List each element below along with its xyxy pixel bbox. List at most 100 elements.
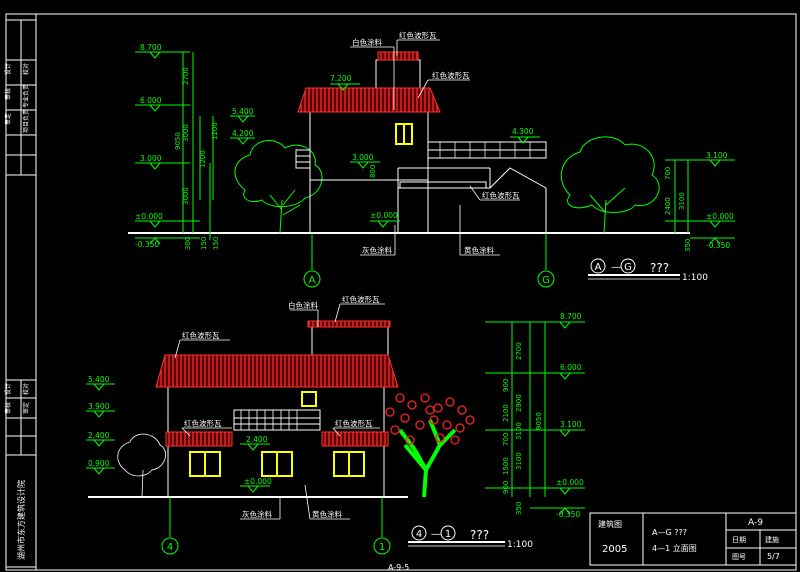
lv-b-3900: 3.900 xyxy=(88,402,110,411)
levels-mid-top-text: 7.200 5.400 4.200 3.000 ±0.000 4.300 xyxy=(232,74,534,220)
dims-mid-top-text: 1200 1200 800 xyxy=(199,122,377,178)
strip-cell-b-review: 审核 xyxy=(4,402,12,414)
title-bottom-a: 4 xyxy=(416,529,422,540)
main-roof-top xyxy=(297,87,441,113)
main-roof-bottom xyxy=(155,354,399,388)
dim-1200b: 1200 xyxy=(211,122,219,140)
lv-b-m350: -0.350 xyxy=(556,510,580,519)
dim-9050: 9050 xyxy=(174,132,182,150)
callout-red-tile-bottom-left: 红色波形瓦 xyxy=(184,418,222,428)
bottom-elevation: 4 1 5.400 3.900 2.400 0.900 2.400 ±0.000 xyxy=(86,294,585,555)
strip-cell-review: 审核 xyxy=(4,88,12,100)
levels-right-bottom xyxy=(485,321,585,515)
dim-b-2700: 2700 xyxy=(515,342,523,360)
callouts-top xyxy=(350,39,520,256)
levels-mid-bottom xyxy=(240,443,270,493)
dims-left-top-text: 2700 9050 3000 3000 300 150 150 xyxy=(174,67,220,250)
flowering-tree xyxy=(385,393,475,498)
axis-bubble-a: A xyxy=(303,270,321,288)
window-top xyxy=(395,123,413,145)
lv-3000: 3.000 xyxy=(140,154,162,163)
tree-right-top xyxy=(560,136,660,234)
lv-3100: 3.100 xyxy=(706,151,728,160)
balcony-bottom xyxy=(240,410,298,430)
title-top-elevation: A — G ??? 1:100 xyxy=(588,258,708,283)
axis-lines-bottom xyxy=(169,497,383,537)
dim-b-1500: 1500 xyxy=(502,457,510,475)
awning-left xyxy=(165,431,233,447)
lv-0000r: ±0.000 xyxy=(706,212,734,221)
axis-1-label: 1 xyxy=(379,542,385,553)
tb-row3a: 图号 xyxy=(732,553,746,561)
left-title-strip xyxy=(5,19,37,568)
top-elevation: A G 8.700 6.000 3.000 ±0.000 -0.350 2700… xyxy=(128,30,735,288)
dim-b-9050: 9050 xyxy=(535,412,543,430)
dim-b-2100: 2100 xyxy=(502,404,510,422)
levels-right-top-text: 3.100 ±0.000 -0.350 xyxy=(706,151,734,250)
lv-b-0000: ±0.000 xyxy=(556,478,584,487)
callout-white-paint-top: 白色涂料 xyxy=(352,37,382,47)
callouts-bottom xyxy=(174,303,385,520)
dim-2700: 2700 xyxy=(182,67,190,85)
callout-white-paint-bottom: 白色涂料 xyxy=(288,300,318,310)
lv-m350: -0.350 xyxy=(135,240,159,249)
dim-150a: 150 xyxy=(200,237,208,250)
dim-2400: 2400 xyxy=(664,197,672,215)
dim-b-2900: 2900 xyxy=(515,394,523,412)
dim-300: 300 xyxy=(184,237,192,250)
dim-b-3100a: 3100 xyxy=(515,452,523,470)
title-bottom-q: ??? xyxy=(470,528,489,542)
dim-800: 800 xyxy=(369,165,377,178)
strip-cell-b-approve: 审定 xyxy=(22,402,30,414)
strip-cell-approve: 审定 xyxy=(4,113,12,125)
strip-cell-design: 设计 xyxy=(4,63,12,75)
lv-4200: 4.200 xyxy=(232,129,254,138)
lv-m350r: -0.350 xyxy=(706,241,730,250)
axis-4-label: 4 xyxy=(167,542,173,553)
title-top-b: G xyxy=(624,262,632,273)
extension-top xyxy=(397,141,547,233)
title-block xyxy=(589,512,797,566)
lv-0000m: ±0.000 xyxy=(370,211,398,220)
levels-right-bottom-text: 8.700 6.000 3.100 ±0.000 -0.350 xyxy=(556,312,584,519)
lv-b-0900: 0.900 xyxy=(88,459,110,468)
axis-bubble-g: G xyxy=(537,270,555,288)
tb-year: 2005 xyxy=(602,544,627,555)
lv-0000: ±0.000 xyxy=(135,212,163,221)
callout-red-tile-bottom-right: 红色波形瓦 xyxy=(335,418,373,428)
callout-red-tile-top-1: 红色波形瓦 xyxy=(399,30,437,40)
strip-cell-b-check: 校对 xyxy=(22,383,30,395)
levels-left-top xyxy=(135,51,211,245)
scale-top: 1:100 xyxy=(682,273,708,283)
callouts-bottom-text: 白色涂料 红色波形瓦 红色波形瓦 红色波形瓦 红色波形瓦 灰色涂料 黄色涂料 xyxy=(182,294,380,519)
lv-6000: 6.000 xyxy=(140,96,162,105)
tower-bottom xyxy=(307,320,391,356)
dim-b-900: 900 xyxy=(502,379,510,392)
dim-3000b: 3000 xyxy=(182,187,190,205)
title-bottom-sep: — xyxy=(431,529,441,540)
dim-3100: 3100 xyxy=(678,192,686,210)
dims-right-bottom-text: 2700 900 2100 9050 2900 700 3100 1500 31… xyxy=(502,342,543,515)
dim-b-700: 700 xyxy=(502,433,510,446)
axis-a-label: A xyxy=(309,275,316,286)
balcony-left-top xyxy=(295,149,311,169)
tb-item1: A—G ??? xyxy=(652,528,687,537)
tb-drawing-label: 建筑图 xyxy=(598,519,622,529)
lv-8700: 8.700 xyxy=(140,43,162,52)
extension-railing-top xyxy=(439,142,531,158)
title-top-q: ??? xyxy=(650,261,669,275)
callout-red-tile-bottom-top: 红色波形瓦 xyxy=(342,294,380,304)
callout-red-tile-top-2: 红色波形瓦 xyxy=(432,70,470,80)
callout-yellow-paint-bottom: 黄色涂料 xyxy=(312,509,342,519)
callout-yellow-paint-top: 黄色涂料 xyxy=(464,245,494,255)
scale-bottom: 1:100 xyxy=(507,540,533,550)
awning-right xyxy=(321,431,389,447)
tree-left-top xyxy=(234,140,323,234)
dim-350: 350 xyxy=(684,239,692,252)
title-top-sep: — xyxy=(611,262,621,273)
dim-700: 700 xyxy=(664,167,672,180)
axis-bubble-4: 4 xyxy=(161,537,179,555)
levels-left-bottom-text: 5.400 3.900 2.400 0.900 xyxy=(88,375,110,468)
lv-b-8700: 8.700 xyxy=(560,312,582,321)
dim-b-3100b: 3100 xyxy=(515,422,523,440)
